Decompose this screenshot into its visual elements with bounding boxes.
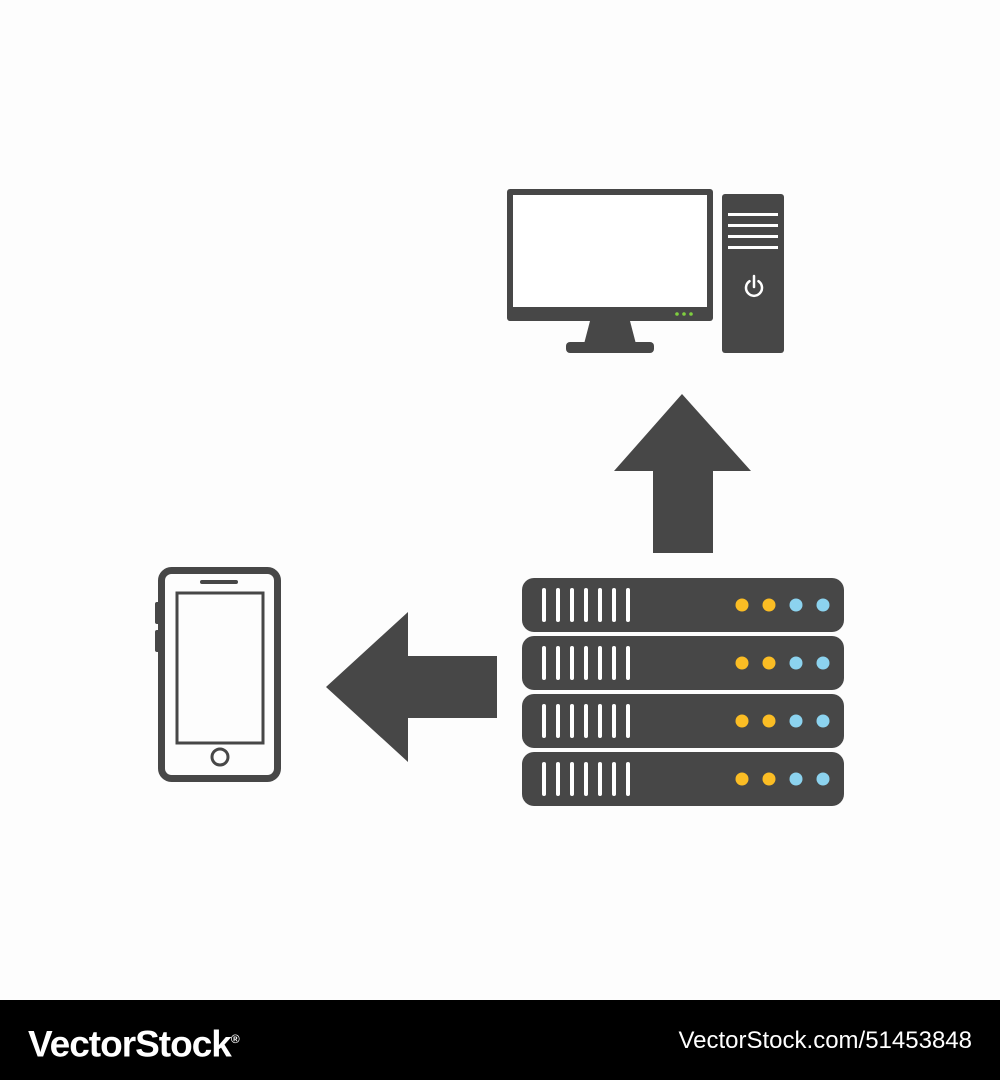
vent-slot <box>542 646 546 680</box>
diagram-svg <box>155 189 844 806</box>
vent-slot <box>542 704 546 738</box>
server-unit-body <box>522 636 844 690</box>
vent-slot <box>598 704 602 738</box>
power-icon <box>744 274 764 298</box>
status-led <box>735 714 749 728</box>
vent-slot <box>612 646 616 680</box>
vent-slot <box>612 762 616 796</box>
status-led <box>816 656 830 670</box>
arrow-up-icon <box>614 394 751 553</box>
vent-slot <box>542 588 546 622</box>
monitor-icon <box>507 189 713 353</box>
status-led <box>816 772 830 786</box>
vent-slot <box>556 646 560 680</box>
server-unit <box>522 752 844 806</box>
vent-slot <box>598 762 602 796</box>
status-led <box>762 772 776 786</box>
status-led <box>816 598 830 612</box>
server-unit <box>522 636 844 690</box>
status-led <box>789 714 803 728</box>
footer-bar: VectorStock® VectorStock.com/51453848 <box>0 1000 1000 1080</box>
vent-slot <box>570 762 574 796</box>
status-led <box>789 598 803 612</box>
vent-slot <box>556 588 560 622</box>
vent-slot <box>584 762 588 796</box>
server-rack-icon <box>522 578 844 806</box>
vent-slot <box>542 762 546 796</box>
vent-slot <box>626 588 630 622</box>
vent-slot <box>612 704 616 738</box>
vent-slot <box>598 646 602 680</box>
image-id-label: VectorStock.com/51453848 <box>678 1027 972 1054</box>
vectorstock-logo: VectorStock® <box>28 1017 240 1066</box>
smartphone-icon <box>155 567 281 782</box>
server-unit-body <box>522 578 844 632</box>
status-led <box>735 598 749 612</box>
status-led <box>762 714 776 728</box>
vent-slot <box>556 704 560 738</box>
desktop-computer-icon <box>507 189 784 353</box>
vent-slot <box>556 762 560 796</box>
status-led <box>762 598 776 612</box>
diagram-canvas <box>155 189 844 806</box>
status-led <box>735 772 749 786</box>
vent-slot <box>584 646 588 680</box>
status-led <box>762 656 776 670</box>
vent-slot <box>570 588 574 622</box>
vent-slot <box>598 588 602 622</box>
pc-tower-icon <box>722 194 784 353</box>
logo-text: VectorStock <box>28 1023 232 1065</box>
server-unit-body <box>522 694 844 748</box>
vent-slot <box>584 588 588 622</box>
status-led <box>789 772 803 786</box>
vent-slot <box>612 588 616 622</box>
registered-mark: ® <box>230 1032 240 1046</box>
status-led <box>816 714 830 728</box>
server-unit <box>522 578 844 632</box>
server-unit-body <box>522 752 844 806</box>
vent-slot <box>570 704 574 738</box>
status-led <box>789 656 803 670</box>
status-led <box>735 656 749 670</box>
vent-slot <box>626 646 630 680</box>
vent-slot <box>626 762 630 796</box>
vent-slot <box>570 646 574 680</box>
vent-slot <box>584 704 588 738</box>
server-unit <box>522 694 844 748</box>
vent-slot <box>626 704 630 738</box>
arrow-left-icon <box>326 612 497 762</box>
